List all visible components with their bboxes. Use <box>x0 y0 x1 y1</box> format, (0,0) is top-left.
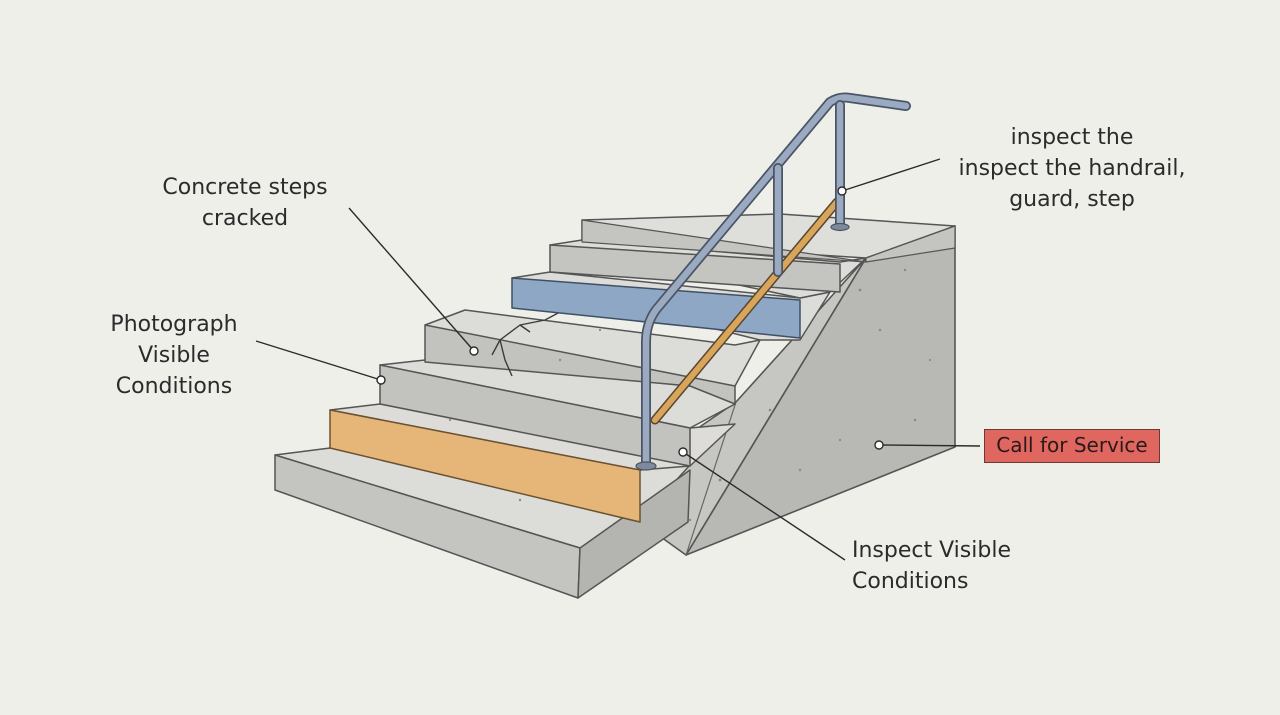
step-3-riser <box>379 364 691 467</box>
crack-line <box>491 311 561 377</box>
step-4-riser <box>424 324 736 405</box>
post-base <box>830 222 850 232</box>
step-2-riser-amber <box>329 409 641 523</box>
label-inspect-visible-conditions: Inspect Visible Conditions <box>852 538 1011 594</box>
leader-service <box>878 444 981 447</box>
leader-inspect <box>682 451 846 561</box>
leader-handrail <box>841 158 941 192</box>
label-photograph-conditions: Photograph Visible Conditions <box>110 312 238 399</box>
landing-front <box>581 219 956 263</box>
step-1-end <box>577 469 691 599</box>
leader-cracked <box>348 207 475 352</box>
callout-leaders <box>255 158 981 561</box>
label-inspect-handrail: inspect the inspect the handrail, guard,… <box>958 125 1186 212</box>
handrail <box>641 92 911 470</box>
call-for-service-tag: Call for Service <box>984 429 1160 463</box>
leader-photograph <box>255 340 382 381</box>
handrail-base <box>635 461 657 471</box>
label-cracked-steps: Concrete steps cracked <box>162 175 328 231</box>
concrete-speckles <box>448 268 932 522</box>
callout-dots <box>376 186 884 457</box>
